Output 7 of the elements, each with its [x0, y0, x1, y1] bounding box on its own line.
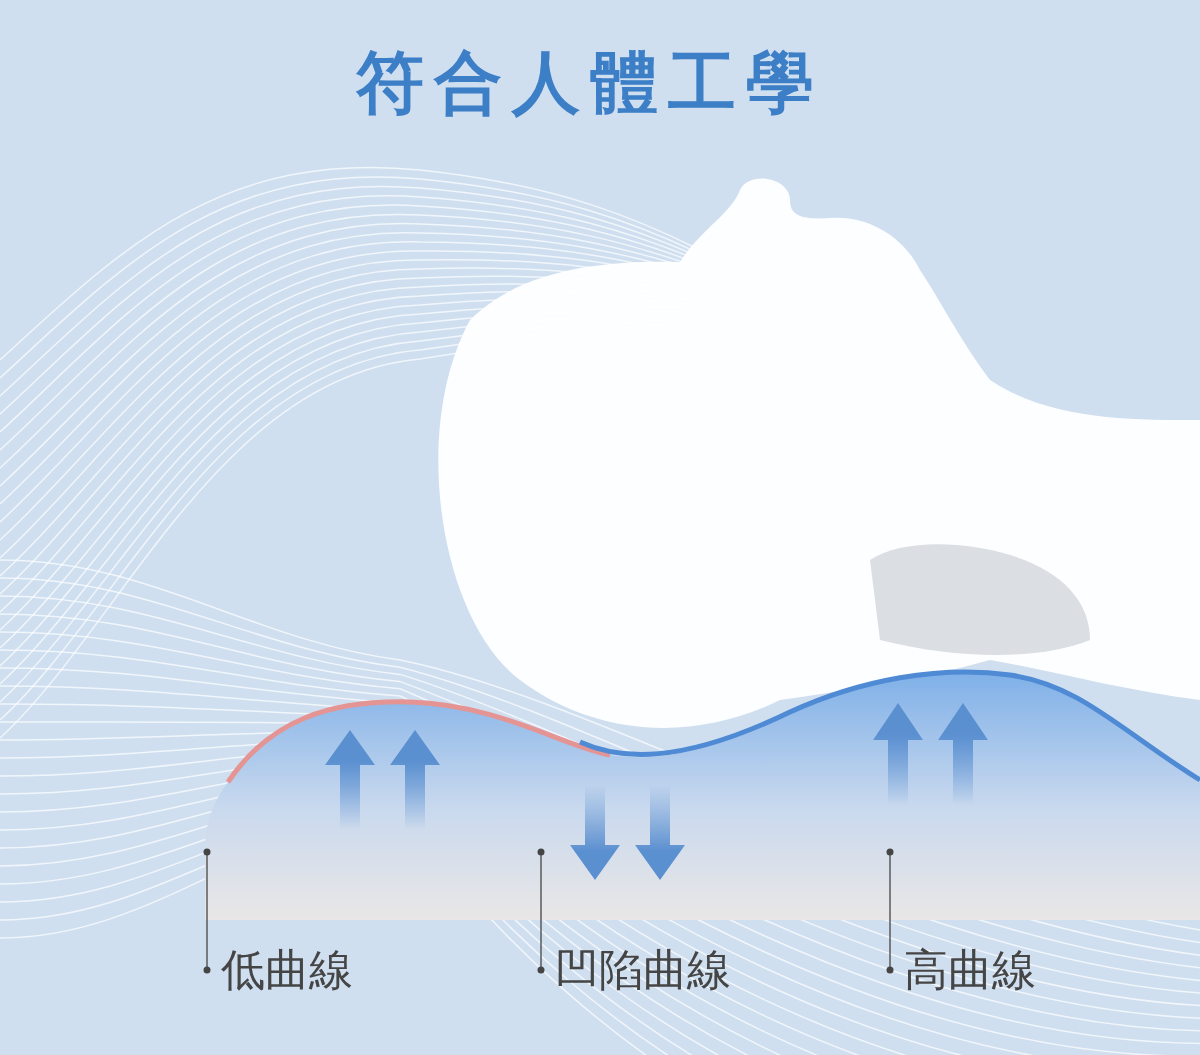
- part-label: 凹陷曲線: [541, 940, 731, 1000]
- leader-line: [886, 848, 894, 974]
- part-label: 高曲線: [890, 940, 1036, 1000]
- leader-line: [537, 848, 545, 974]
- part-label: 低曲線: [207, 940, 353, 1000]
- leader-line: [203, 848, 211, 974]
- title: 符合人體工學: [355, 42, 825, 124]
